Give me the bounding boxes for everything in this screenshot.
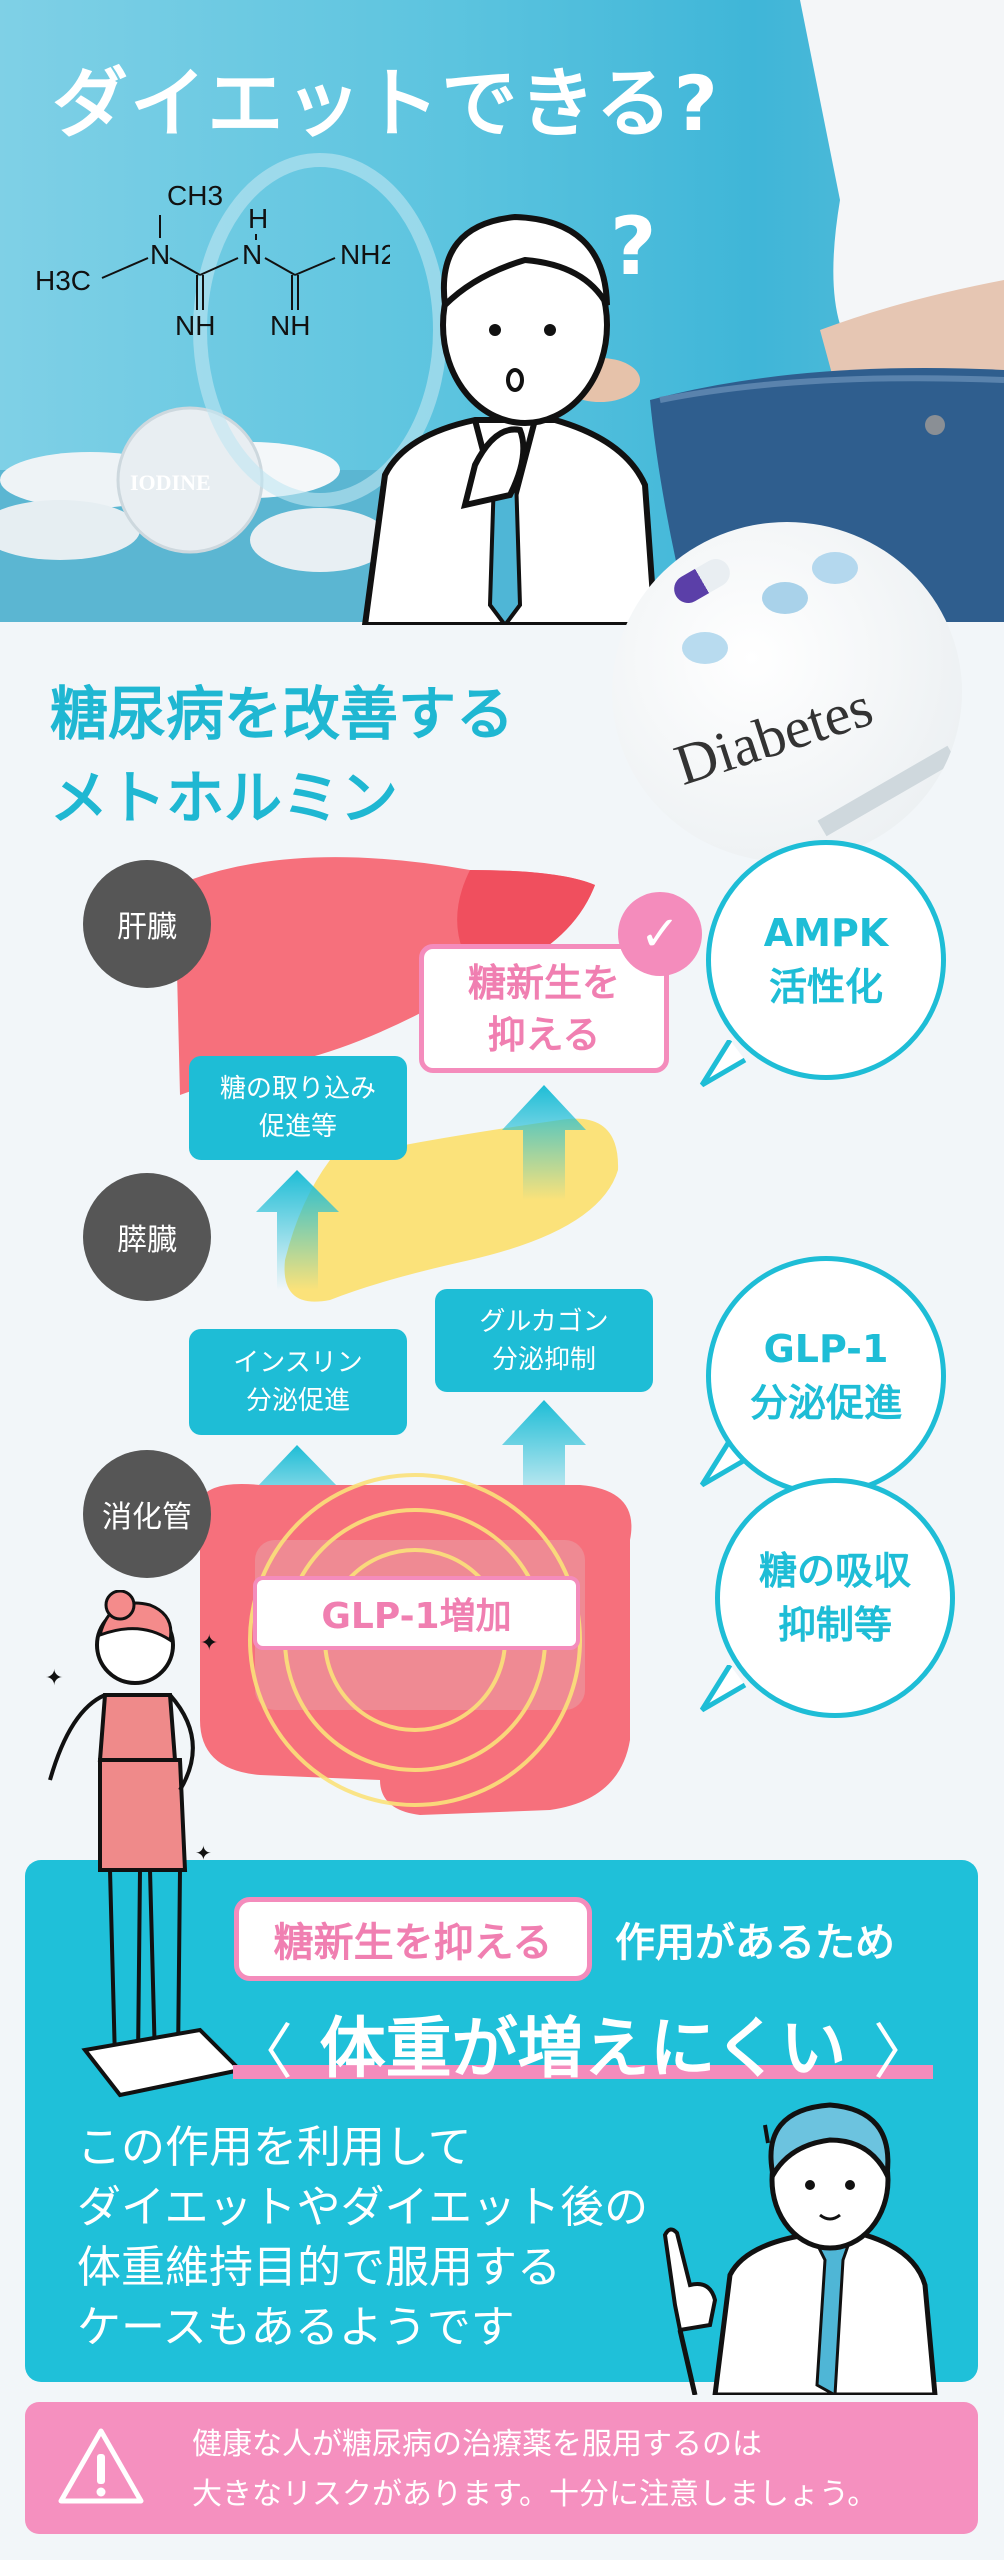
warning-line: 大きなリスクがあります。十分に注意しましょう。 [192, 2477, 878, 2512]
box-line: 糖新生を [467, 960, 620, 1005]
svg-text:N: N [242, 239, 262, 270]
headline-underline [233, 2065, 933, 2079]
box-line: 抑える [487, 1012, 601, 1057]
organ-label-pancreas: 膵臓 [83, 1173, 211, 1301]
warning-line: 健康な人が糖尿病の治療薬を服用するのは [192, 2427, 762, 2462]
svg-text:✦: ✦ [45, 1666, 63, 1691]
svg-text:NH: NH [175, 310, 215, 341]
metformin-structure: CH3 H N N NH2 H3C NH NH [35, 180, 390, 341]
diabetes-label: Diabetes [666, 673, 880, 798]
heading-line-2: メトホルミン [50, 764, 399, 832]
warning-banner [25, 2402, 978, 2534]
arrow-up [256, 1170, 339, 1290]
section-heading: 糖尿病を改善する メトホルミン [50, 672, 514, 840]
uptake-box: 糖の取り込み 促進等 [189, 1056, 407, 1160]
bubble-line: AMPK [763, 911, 889, 955]
svg-text:NH: NH [270, 310, 310, 341]
capsule [669, 553, 735, 609]
bubble-line: 分泌促進 [749, 1381, 902, 1425]
svg-text:N: N [150, 239, 170, 270]
bubble-tail [699, 1665, 747, 1713]
woman-on-scale-illustration: ✦ ✦ ✦ [45, 1590, 245, 2098]
gluconeogenesis-pill: 糖新生を抑える [234, 1897, 592, 1981]
bubble-absorption: 糖の吸収 抑制等 [715, 1478, 955, 1718]
headline: 〈 体重が増えにくい 〉 [233, 1995, 933, 2091]
pill [682, 632, 728, 664]
warning-text: 健康な人が糖尿病の治療薬を服用するのは 大きなリスクがあります。十分に注意しまし… [192, 2420, 877, 2520]
bubble-line: 糖の吸収 [758, 1549, 911, 1593]
box-line: 分泌促進 [245, 1386, 350, 1416]
bubble-ampk: AMPK 活性化 [706, 840, 946, 1080]
hero-title: ダイエットできる? [52, 59, 720, 148]
question-mark: ? [610, 200, 657, 293]
svg-text:✦: ✦ [195, 1841, 212, 1865]
headline-text: 体重が増えにくい [319, 2010, 847, 2087]
arrow-up [502, 1085, 586, 1200]
bubble-line: GLP-1 [763, 1327, 889, 1371]
body-line: ダイエットやダイエット後の [77, 2182, 649, 2233]
svg-text:H: H [248, 203, 268, 234]
organ-label-digestive-tract: 消化管 [83, 1450, 211, 1578]
svg-text:CH3: CH3 [167, 180, 223, 211]
glp1-increase-label: GLP-1増加 [253, 1576, 580, 1650]
svg-text:NH2: NH2 [340, 239, 390, 270]
bracket-right: 〉 [873, 2018, 933, 2088]
body-line: ケースもあるようです [77, 2302, 515, 2353]
svg-text:H3C: H3C [35, 265, 91, 296]
body-line: 体重維持目的で服用する [77, 2242, 561, 2293]
glucagon-box: グルカゴン 分泌抑制 [435, 1289, 653, 1392]
box-line: グルカゴン [479, 1306, 609, 1337]
body-line: この作用を利用して [77, 2122, 472, 2173]
insulin-box: インスリン 分泌促進 [189, 1329, 407, 1435]
bubble-tail [699, 1040, 747, 1088]
pill [812, 552, 858, 584]
box-line: 分泌抑制 [491, 1344, 596, 1375]
svg-text:✦: ✦ [200, 1631, 218, 1656]
heading-line-1: 糖尿病を改善する [50, 680, 515, 748]
warning-icon [58, 2428, 144, 2504]
bubble-glp1: GLP-1 分泌促進 [706, 1256, 946, 1496]
organ-label-liver: 肝臓 [83, 860, 211, 988]
gluconeogenesis-box: 糖新生を 抑える [419, 944, 669, 1073]
because-text: 作用があるため [615, 1920, 895, 1966]
box-line: 促進等 [258, 1112, 337, 1142]
box-line: 糖の取り込み [219, 1074, 376, 1104]
bubble-line: 抑制等 [777, 1603, 892, 1647]
check-icon: ✓ [618, 892, 702, 976]
thinking-doctor-illustration [361, 213, 659, 625]
box-line: インスリン [233, 1348, 363, 1378]
bracket-left: 〈 [233, 2018, 293, 2088]
pill [762, 582, 808, 614]
pointing-doctor-illustration [662, 2102, 938, 2395]
syringe [817, 745, 957, 837]
diabetes-photo: Diabetes [612, 522, 962, 862]
pill-label: IODINE [130, 470, 211, 495]
panel-body: この作用を利用して ダイエットやダイエット後の 体重維持目的で服用する ケースも… [77, 2118, 648, 2358]
bubble-line: 活性化 [768, 965, 883, 1009]
